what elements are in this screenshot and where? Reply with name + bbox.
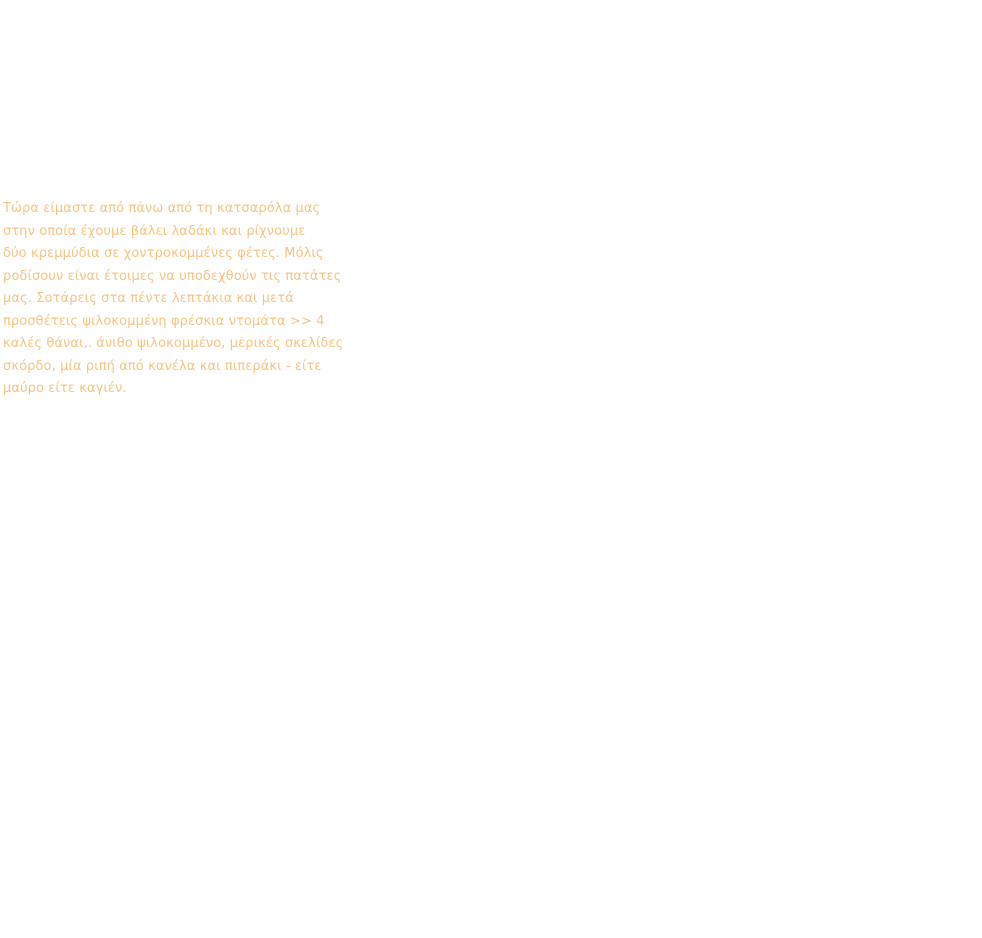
paragraph-line: σκόρδο, μία ριπή από κανέλα και πιπεράκι… bbox=[3, 358, 322, 374]
paragraph-line: στην οποία έχουμε βάλει λαδάκι και ρίχνο… bbox=[3, 223, 306, 239]
recipe-paragraph: Τώρα είμαστε από πάνω από τη κατσαρόλα μ… bbox=[3, 198, 343, 401]
paragraph-line: μαύρο είτε καγιέν. bbox=[3, 381, 127, 396]
paragraph-line: καλές θάναι,. άνιθο ψιλοκομμένο, μερικές… bbox=[3, 336, 344, 351]
paragraph-line: Τώρα είμαστε από πάνω από τη κατσαρόλα μ… bbox=[3, 201, 321, 216]
paragraph-line: προσθέτεις ψιλοκομμένη φρέσκια ντομάτα >… bbox=[3, 313, 325, 329]
paragraph-line: ροδίσουν είναι έτοιμες να υποδεχθούν τις… bbox=[3, 268, 342, 284]
paragraph-line: μας. Σοτάρεις στα πέντε λεπτάκια και μετ… bbox=[3, 291, 294, 306]
paragraph-line: δύο κρεμμύδια σε χοντροκομμένες φέτες. Μ… bbox=[3, 246, 324, 261]
